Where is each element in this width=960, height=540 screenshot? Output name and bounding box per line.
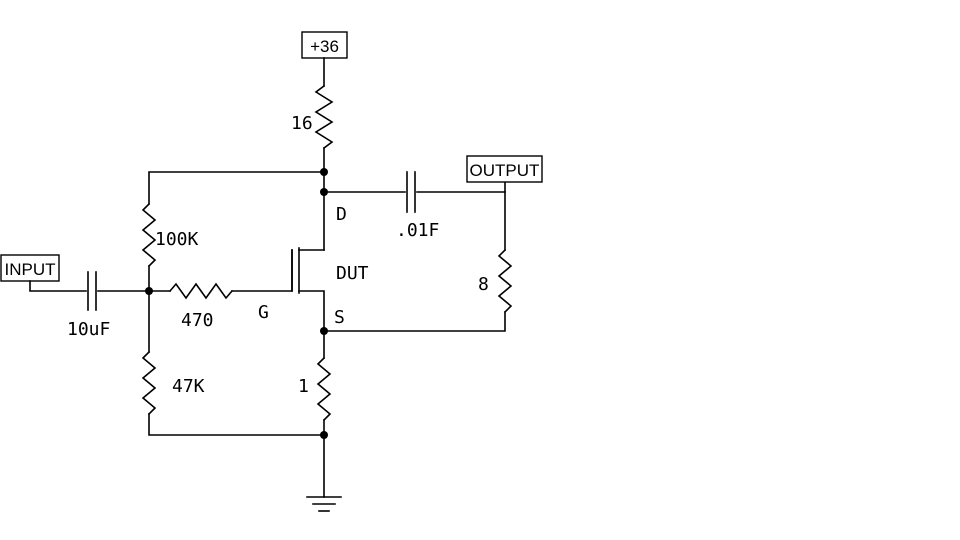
supply-label: +36 [310,37,339,56]
input-capacitor-label: 10uF [67,319,110,340]
mosfet-dut [291,247,325,332]
ground-icon [306,496,342,512]
source-resistor [316,356,332,422]
input-wire [29,280,87,292]
cap-to-output-wire [416,181,506,193]
bias-bottom-resistor-label: 47K [172,376,205,397]
junction-dot [320,431,328,439]
output-capacitor-label: .01F [396,220,439,241]
output-label: OUTPUT [470,161,540,180]
input-label: INPUT [5,260,56,279]
gate-resistor-label: 470 [181,310,214,331]
gate-pin-label: G [258,302,269,323]
output-port: OUTPUT [466,155,543,183]
bias-top-resistor-label: 100K [155,229,199,250]
bias-top-wire [148,171,325,205]
gate-wire [231,249,293,292]
junction-dot [320,188,328,196]
bias-ground-wire [148,413,325,436]
load-resistor-label: 8 [478,274,489,295]
source-resistor-label: 1 [298,376,309,397]
supply-port: +36 [301,31,348,59]
drain-resistor-label: 16 [291,113,313,134]
drain-pin-label: D [336,204,347,225]
source-pin-label: S [334,307,345,328]
output-capacitor [406,171,416,213]
bias-bottom-resistor [141,350,157,416]
junction-dot [320,327,328,335]
junction-dot [320,168,328,176]
gate-resistor [168,282,234,300]
junction-dot [145,287,153,295]
device-label: DUT [336,263,369,284]
load-return-wire [323,311,506,332]
bias-top-resistor [141,202,157,268]
input-capacitor [87,271,97,311]
input-port: INPUT [0,254,60,282]
load-resistor [497,248,513,314]
drain-resistor [314,84,334,150]
